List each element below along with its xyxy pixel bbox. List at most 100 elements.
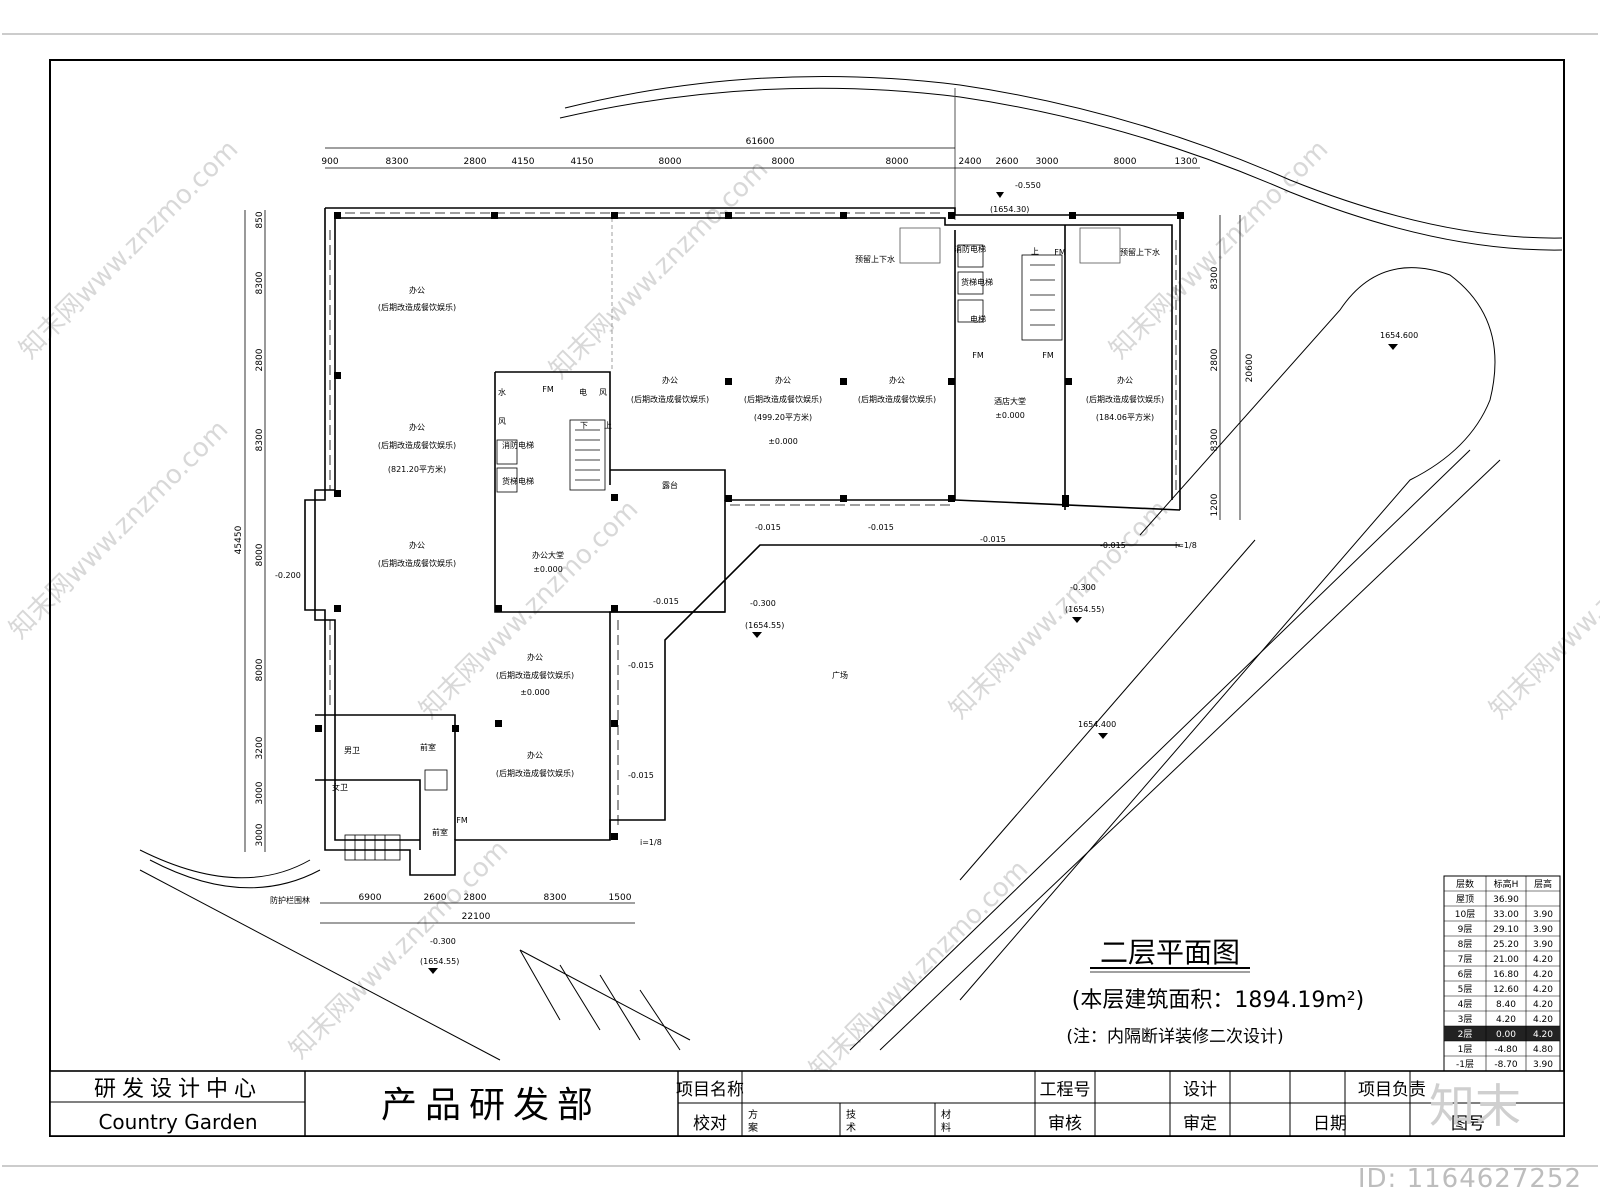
column [725, 495, 732, 502]
level-table-cell: 3.90 [1533, 1060, 1553, 1070]
level-mark: (1654.55) [420, 957, 459, 966]
dim-top-seg: 8300 [386, 157, 409, 167]
level-mark: -0.300 [750, 599, 776, 608]
level-table-cell: 12.60 [1493, 985, 1519, 995]
level-mark: -0.550 [1015, 181, 1041, 190]
stair-elevator-cores [344, 227, 1121, 861]
column [840, 495, 847, 502]
level-mark: ±0.000 [995, 411, 1025, 420]
level-mark: -0.015 [980, 535, 1006, 544]
column [495, 605, 502, 612]
dim-left-seg: 2800 [255, 348, 265, 371]
column [315, 725, 322, 732]
fire-door-mark: FM [542, 385, 554, 394]
dim-top-seg: 2400 [959, 157, 982, 167]
level-marks: -0.550 (1654.30) -0.015 -0.015 -0.015 -0… [275, 181, 1418, 974]
fire-door-mark: FM [1042, 351, 1054, 360]
title-block: 研发设计中心 Country Garden 产品研发部 项目名称 工程号 设计 … [49, 1070, 1565, 1137]
level-table-cell: -1层 [1456, 1059, 1474, 1070]
dim-top-seg: 8000 [659, 157, 682, 167]
dim-top-seg: 2600 [996, 157, 1019, 167]
dimension-right: 20600 8300 2800 8300 1200 [1210, 215, 1255, 520]
level-table-cell: -8.70 [1494, 1060, 1518, 1070]
room-label: 前室 [420, 742, 436, 752]
column [1062, 495, 1069, 507]
site-lines [139, 75, 1563, 1061]
level-table-cell: 25.20 [1493, 940, 1519, 950]
level-table-cell: 33.00 [1493, 910, 1519, 920]
watermark: 知末网www.znzmo.com [1484, 494, 1600, 725]
fire-door-mark: FM [972, 351, 984, 360]
dim-bottom-seg: 6900 [359, 893, 382, 903]
level-table-header: 层高 [1534, 878, 1552, 890]
core-label: 水 [498, 387, 506, 397]
column [725, 378, 732, 385]
room-label: 办公 [527, 750, 543, 760]
level-table-cell: 8.40 [1496, 1000, 1516, 1010]
column [491, 212, 498, 219]
dim-left-total: 45450 [234, 525, 244, 554]
slope-mark: i=1/8 [1175, 541, 1197, 550]
level-table-cell: 4.20 [1533, 985, 1553, 995]
level-mark: 1654.400 [1078, 720, 1116, 729]
dim-right-seg: 8300 [1210, 266, 1220, 289]
room-label: 办公 [889, 375, 905, 385]
railing-note: 防护栏围林 [270, 895, 310, 905]
area-note: (本层建筑面积：1894.19m²) [1072, 988, 1364, 1013]
dimension-top: 61600 900 8300 2800 4150 4150 8000 8000 … [321, 137, 1200, 169]
level-table-cell: 4.20 [1533, 1030, 1553, 1040]
column [452, 725, 459, 732]
core-label: 消防电梯 [954, 244, 986, 254]
column [611, 605, 618, 612]
check-label: 校对 [693, 1114, 727, 1134]
level-table-cell: 3.90 [1533, 925, 1553, 935]
level-mark: (1654.55) [1065, 605, 1104, 614]
room-label: (后期改造成餐饮娱乐) [858, 394, 936, 404]
dimension-left: 45450 850 8300 2800 8300 8000 8000 3200 … [234, 210, 266, 852]
room-label: 办公 [527, 652, 543, 662]
level-table-cell: 4.80 [1533, 1045, 1553, 1055]
org-name-cn: 研发设计中心 [94, 1077, 262, 1102]
dim-right-seg: 2800 [1210, 348, 1220, 371]
level-table-cell: 29.10 [1493, 925, 1519, 935]
column [334, 605, 341, 612]
dim-right-seg: 8300 [1210, 428, 1220, 451]
level-triangle [1098, 733, 1108, 739]
level-table-cell: 16.80 [1493, 970, 1519, 980]
room-label: 办公大堂 [532, 550, 564, 560]
core-label: 电 [579, 387, 587, 397]
level-mark: -0.015 [628, 771, 654, 780]
column [611, 833, 618, 840]
room-area: (184.06平方米) [1096, 412, 1154, 422]
watermark: 知末网www.znzmo.com [804, 854, 1035, 1085]
dim-left-seg: 8000 [255, 543, 265, 566]
date-label: 日期 [1313, 1114, 1347, 1134]
level-table-cell: 36.90 [1493, 895, 1519, 905]
room-label: (后期改造成餐饮娱乐) [496, 670, 574, 680]
core-label: 电梯 [970, 314, 986, 324]
level-triangle [1072, 617, 1082, 623]
sheet-border [49, 59, 1565, 1137]
dim-bottom-seg: 1500 [609, 893, 632, 903]
drawing-no-label: 图号 [1451, 1114, 1485, 1134]
dim-top-seg: 4150 [512, 157, 535, 167]
room-label: (后期改造成餐饮娱乐) [1086, 394, 1164, 404]
tech-label: 技 [846, 1108, 856, 1121]
core-label: 风 [599, 388, 607, 397]
column [334, 490, 341, 497]
level-mark: ±0.000 [533, 565, 563, 574]
room-label: (后期改造成餐饮娱乐) [378, 302, 456, 312]
level-mark: (1654.30) [990, 205, 1029, 214]
room-label: 露台 [662, 480, 678, 490]
level-table-header: 标高H [1494, 878, 1519, 890]
core-label: 风 [498, 417, 506, 426]
design-label: 设计 [1183, 1080, 1217, 1100]
room-label: (后期改造成餐饮娱乐) [378, 440, 456, 450]
level-table-cell: 5层 [1458, 984, 1473, 995]
column [948, 495, 955, 502]
dim-left-seg: 850 [255, 211, 265, 228]
level-table-cell: 6层 [1458, 969, 1473, 980]
column [611, 720, 618, 727]
level-table-current-row [1444, 1026, 1560, 1041]
fire-door-mark: FM [1054, 248, 1066, 257]
